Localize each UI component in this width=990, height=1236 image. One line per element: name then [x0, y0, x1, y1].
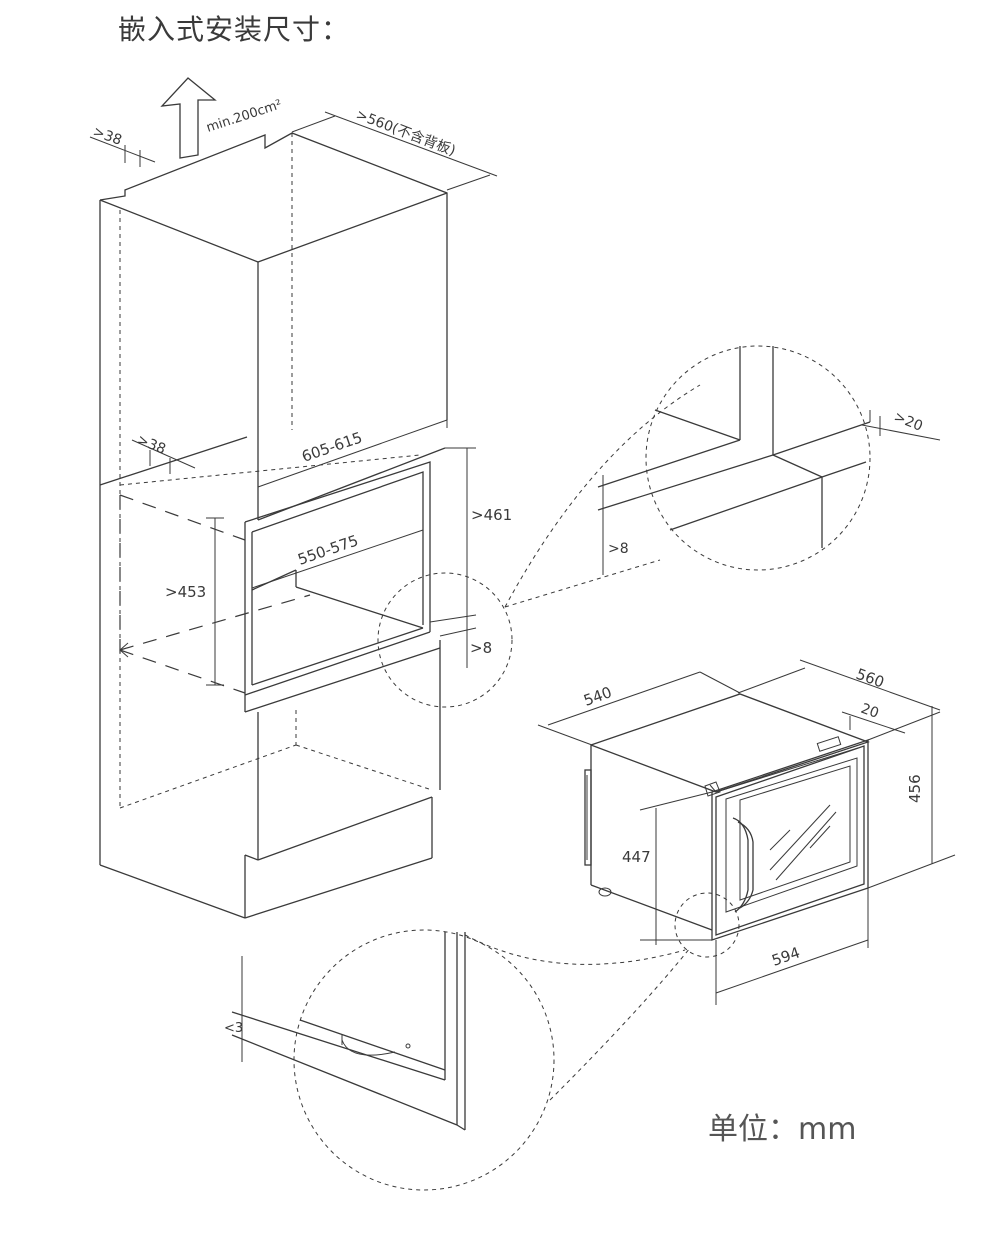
niche-height-label: >461 — [471, 506, 512, 524]
side-gap-dimension — [131, 439, 196, 474]
bottom-gap-label: >8 — [470, 639, 492, 657]
appliance-width-side-label: 540 — [581, 683, 614, 710]
top-gap-label: >38 — [91, 124, 124, 149]
appliance-depth-label: 560 — [854, 665, 887, 692]
vent-area-label: min.200cm² — [205, 97, 284, 136]
inner-width-label: 605-615 — [299, 428, 364, 465]
appliance-height-label: 456 — [906, 774, 924, 803]
floor-gap-label: >8 — [608, 541, 629, 557]
appliance-frame-offset-label: 20 — [859, 701, 881, 722]
opening-height-dimension — [206, 517, 224, 686]
opening-width-dimension — [251, 529, 424, 589]
top-gap-dimension — [89, 136, 156, 167]
inner-width-dimension — [257, 412, 448, 494]
ventilation-arrow-icon — [160, 77, 217, 159]
cabinet-detail-circle — [377, 572, 513, 708]
appliance-front-width-label: 594 — [769, 943, 802, 969]
unit-label: 单位：mm — [708, 1112, 857, 1147]
appliance-body-height-label: 447 — [622, 848, 651, 866]
top-detail-view — [597, 345, 941, 575]
appliance-drawing — [584, 693, 870, 941]
niche-height-dimension — [429, 447, 477, 668]
rear-gap-label: >20 — [892, 409, 925, 435]
side-gap-label: >38 — [135, 432, 168, 458]
opening-height-label: >453 — [165, 583, 206, 601]
depth-dimension — [291, 111, 498, 191]
page-title: 嵌入式安装尺寸： — [118, 13, 351, 46]
bottom-gap-detail-label: <3 — [224, 1021, 243, 1036]
appliance-detail-circle — [674, 892, 740, 958]
cabinet-drawing — [99, 132, 448, 919]
bottom-detail-view — [231, 929, 555, 1191]
depth-label: >560(不含背板) — [354, 107, 458, 160]
opening-width-label: 550-575 — [295, 531, 360, 568]
appliance-dimensions — [537, 659, 956, 1005]
